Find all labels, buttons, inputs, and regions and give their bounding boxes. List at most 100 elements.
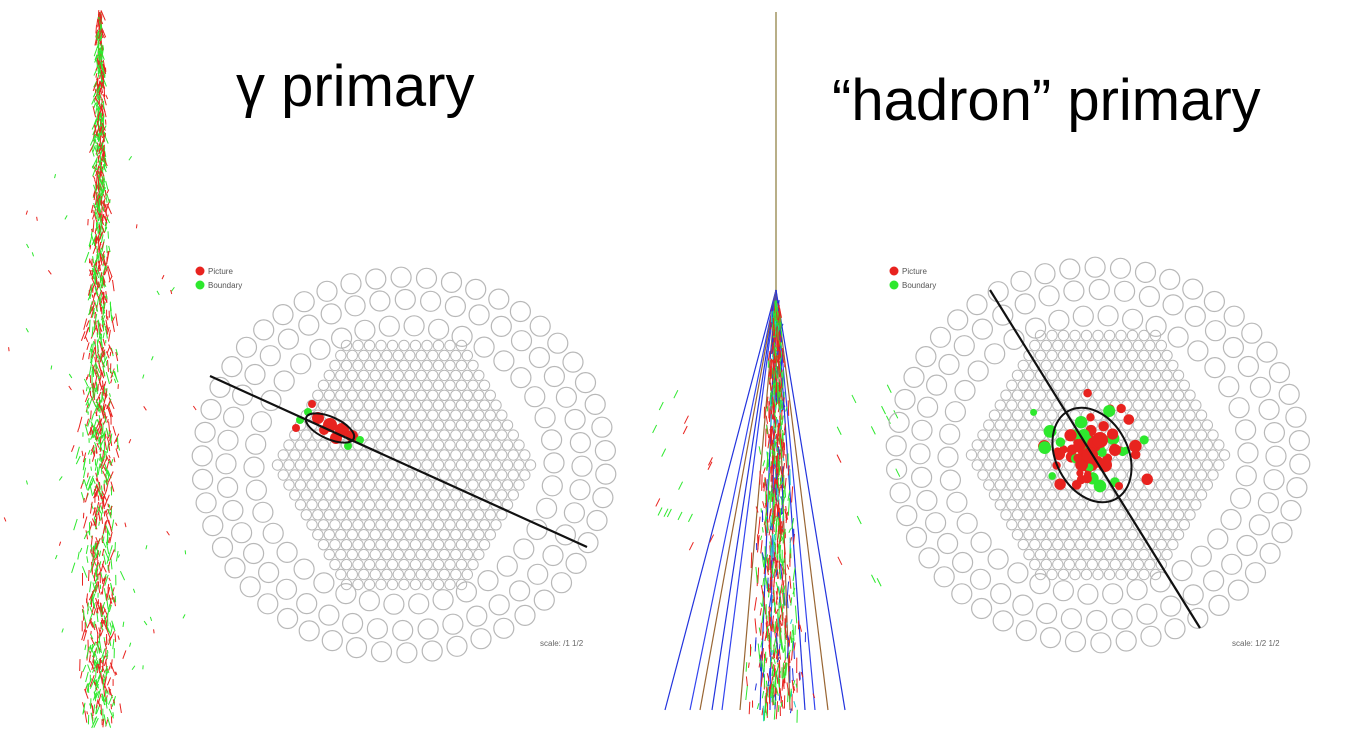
shower-track (106, 652, 109, 657)
camera-pixel-outer (258, 561, 280, 584)
camera-pixel-inner (1057, 489, 1070, 501)
camera-pixel-inner (450, 369, 462, 382)
shower-track (98, 143, 105, 155)
shower-track (95, 597, 99, 607)
camera-pixel-inner (381, 529, 393, 541)
camera-pixel-inner (1167, 419, 1179, 431)
shower-track (102, 576, 107, 589)
camera-pixel-inner (513, 479, 525, 491)
shower-track (778, 614, 782, 623)
shower-track (774, 367, 777, 382)
shower-track (765, 554, 769, 564)
camera-pixel-inner (432, 399, 445, 411)
camera-pixel-outer (885, 458, 908, 480)
camera-pixel-inner (398, 399, 410, 411)
camera-pixel-inner (1213, 439, 1225, 451)
camera-pixel-inner (1195, 469, 1208, 481)
camera-pixel-outer (1208, 594, 1230, 617)
shower-track (776, 452, 779, 471)
shower-track (94, 311, 96, 319)
camera-pixel-inner (1098, 359, 1110, 372)
camera-pixel-inner (467, 519, 479, 531)
camera-pixel-inner (1178, 399, 1191, 411)
shower-track (777, 586, 781, 597)
shower-track (156, 290, 160, 296)
camera-pixel-inner (329, 499, 341, 511)
camera-pixel-outer (554, 524, 577, 546)
shower-track (95, 401, 99, 410)
camera-pixel-outer (951, 551, 974, 574)
camera-pixel-outer (313, 572, 335, 594)
camera-pixel-inner (444, 479, 456, 491)
camera-pixel-inner (392, 568, 404, 581)
shower-track (768, 610, 771, 622)
shower-track (109, 622, 112, 628)
camera-pixel-outer (969, 568, 992, 590)
camera-pixel-inner (478, 419, 491, 431)
camera-pixel-inner (496, 409, 508, 421)
hadron-primary-title: “hadron” primary (832, 68, 1261, 133)
shower-track (97, 93, 100, 97)
shower-track (101, 577, 104, 585)
shower-track (84, 688, 89, 699)
shower-track (876, 578, 882, 587)
camera-pixel-outer (992, 304, 1014, 326)
shower-track (86, 556, 89, 563)
camera-pixel-outer (1202, 570, 1225, 592)
shower-track (791, 679, 794, 690)
camera-pixel-inner (358, 389, 370, 401)
camera-pixel-inner (317, 379, 330, 391)
shower-track (89, 633, 94, 640)
camera-pixel-inner (375, 499, 387, 511)
shower-track (101, 608, 106, 616)
shower-track (85, 683, 89, 688)
camera-pixel-inner (473, 449, 485, 461)
shower-track (25, 480, 28, 485)
shower-track (86, 418, 89, 427)
camera-pixel-inner (496, 489, 508, 501)
boundary-pixel (1055, 437, 1066, 447)
shower-track (102, 521, 107, 534)
camera-pixel-inner (1155, 439, 1168, 451)
shower-track (90, 327, 97, 339)
camera-pixel-outer (524, 386, 546, 408)
camera-pixel-inner (1161, 449, 1173, 461)
shower-track (97, 267, 100, 272)
camera-pixel-inner (1115, 529, 1127, 541)
camera-pixel-inner (1052, 359, 1064, 372)
camera-pixel-inner (1040, 339, 1053, 352)
camera-pixel-outer (933, 566, 955, 588)
shower-track (73, 518, 78, 531)
shower-track (102, 315, 106, 320)
camera-pixel-inner (317, 539, 330, 551)
camera-pixel-inner (1040, 359, 1053, 372)
shower-track (105, 508, 108, 514)
shower-track (107, 508, 112, 519)
camera-pixel-outer (262, 522, 284, 544)
shower-track (108, 344, 114, 354)
camera-pixel-inner (1075, 359, 1087, 372)
camera-pixel-inner (432, 499, 445, 511)
camera-pixel-inner (1178, 459, 1191, 471)
camera-pixel-outer (550, 572, 573, 594)
shower-track (771, 425, 775, 440)
shower-track (778, 331, 782, 338)
camera-pixel-inner (1075, 379, 1087, 391)
shower-track (771, 511, 774, 527)
camera-pixel-outer (252, 501, 274, 523)
camera-pixel-inner (398, 339, 410, 352)
camera-pixel-inner (329, 539, 341, 551)
shower-track (777, 512, 780, 518)
camera-pixel-outer (1010, 270, 1032, 292)
shower-track (97, 261, 102, 271)
camera-pixel-inner (473, 548, 485, 561)
camera-pixel-inner (1069, 389, 1081, 401)
camera-pixel-inner (455, 419, 468, 431)
shower-track (111, 314, 114, 320)
camera-pixel-inner (1126, 489, 1139, 501)
shower-track (75, 455, 81, 465)
shower-track (787, 490, 791, 501)
camera-pixel-inner (1034, 349, 1047, 362)
camera-pixel-inner (1132, 459, 1145, 471)
